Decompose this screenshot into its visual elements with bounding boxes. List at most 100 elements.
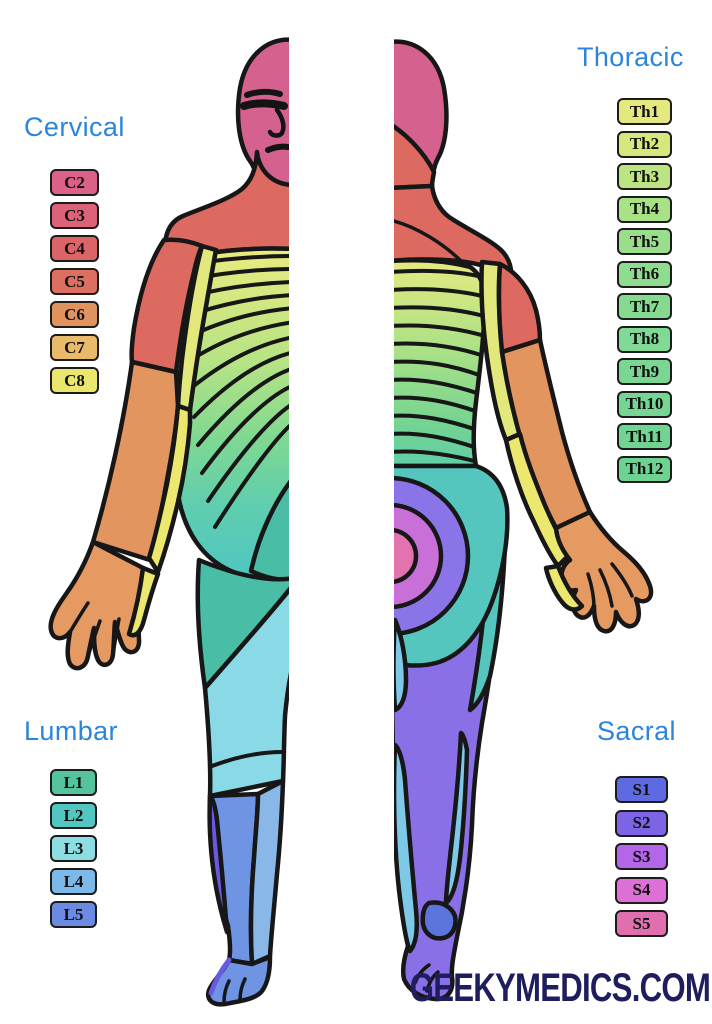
sacral-ring-violet <box>394 475 471 637</box>
back-half-figure <box>394 39 654 1002</box>
contour-line <box>394 219 464 264</box>
contour-line <box>413 963 431 985</box>
legend-title-lumbar: Lumbar <box>24 716 118 746</box>
contour-line <box>200 383 289 475</box>
legend-chip-th2: Th2 <box>617 130 672 158</box>
sacral-ring-orchid <box>394 502 444 610</box>
contour-line <box>213 420 289 529</box>
contour-line <box>394 377 482 396</box>
contour-line <box>394 268 480 278</box>
legend-chip-th12: Th12 <box>617 455 672 483</box>
contour-line <box>425 970 440 993</box>
legend-chip-th6: Th6 <box>617 260 672 288</box>
legend-chip-s2: S2 <box>615 809 668 837</box>
front-hand <box>48 539 146 671</box>
legend-chip-s1: S1 <box>615 776 668 803</box>
nose-mark <box>267 107 286 138</box>
knee-line <box>210 750 284 768</box>
contour-line <box>394 323 485 338</box>
legend-chip-c3: C3 <box>50 202 99 229</box>
legend-chip-s5: S5 <box>615 910 668 937</box>
back-heel-blue <box>420 900 458 941</box>
legend-chip-c2: C2 <box>50 169 99 196</box>
legend-chip-l1: L1 <box>50 769 97 796</box>
legend-chip-th4: Th4 <box>617 195 672 223</box>
contour-line <box>394 305 485 318</box>
front-finger-toe-lines <box>68 601 247 1004</box>
front-half-figure <box>48 37 289 1007</box>
contour-line <box>610 562 634 598</box>
legend-chip-s4: S4 <box>615 876 668 904</box>
geekymedics-watermark: GEEKYMEDICS.COM <box>409 966 711 1010</box>
legend-chip-th5: Th5 <box>617 228 672 255</box>
contour-line <box>111 617 121 656</box>
front-thigh-cyan <box>202 586 289 799</box>
legend-chip-c8: C8 <box>50 367 99 394</box>
contour-line <box>586 572 596 610</box>
legend-title-sacral: Sacral <box>597 716 676 746</box>
contour-line <box>394 395 480 414</box>
legend-chip-th3: Th3 <box>617 163 672 190</box>
legend-chip-c7: C7 <box>50 334 99 361</box>
back-right-calf-cyan <box>443 730 470 906</box>
contour-line <box>192 350 289 419</box>
mouth-mark <box>265 143 289 153</box>
back-inner-thigh-cyan <box>394 617 409 713</box>
legend-title-cervical: Cervical <box>24 112 125 142</box>
front-hand-yellow-patch <box>126 565 161 638</box>
back-rib-stripes <box>394 268 485 464</box>
legend-title-thoracic: Thoracic <box>577 42 684 72</box>
legend-chip-th1: Th1 <box>617 98 672 125</box>
legend-chip-c4: C4 <box>50 235 99 262</box>
front-calf-light-blue <box>248 778 286 967</box>
legend-chip-th10: Th10 <box>617 390 672 418</box>
legend-chip-l2: L2 <box>50 802 97 829</box>
legend-chip-th11: Th11 <box>617 423 672 450</box>
back-finger-toe-lines <box>394 219 634 993</box>
contour-line <box>188 335 289 391</box>
contour-line <box>394 359 484 378</box>
contour-line <box>394 449 480 464</box>
legend-chip-s3: S3 <box>615 843 668 870</box>
front-foot-violet-edge <box>208 957 232 996</box>
back-left-calf-cyan <box>394 742 419 954</box>
contour-line <box>394 341 485 358</box>
contour-line <box>394 287 484 298</box>
legend-chip-c6: C6 <box>50 301 99 328</box>
contour-line <box>394 413 479 432</box>
eye-mark <box>240 99 288 110</box>
front-head <box>235 37 289 189</box>
legend-chip-c5: C5 <box>50 268 99 295</box>
back-hand <box>553 509 654 634</box>
contour-line <box>222 979 231 1004</box>
front-shin-violet-sliver <box>207 793 230 935</box>
contour-line <box>394 431 479 450</box>
legend-chip-l3: L3 <box>50 835 97 862</box>
back-wrist-yellow <box>503 431 573 569</box>
legend-chip-l4: L4 <box>50 868 97 895</box>
front-neck-shoulder <box>162 149 289 266</box>
contour-line <box>206 401 289 503</box>
contour-line <box>196 366 289 447</box>
eyebrow-mark <box>244 88 283 98</box>
contour-line <box>86 619 102 658</box>
legend-chip-l5: L5 <box>50 901 97 928</box>
legend-chip-th8: Th8 <box>617 325 672 353</box>
legend-chip-th7: Th7 <box>617 293 672 320</box>
contour-line <box>68 601 90 634</box>
contour-line <box>598 568 614 608</box>
back-hand-yellow-patch <box>543 563 585 612</box>
contour-line <box>238 977 247 1002</box>
legend-chip-th9: Th9 <box>617 358 672 385</box>
back-arm-red <box>496 261 543 355</box>
